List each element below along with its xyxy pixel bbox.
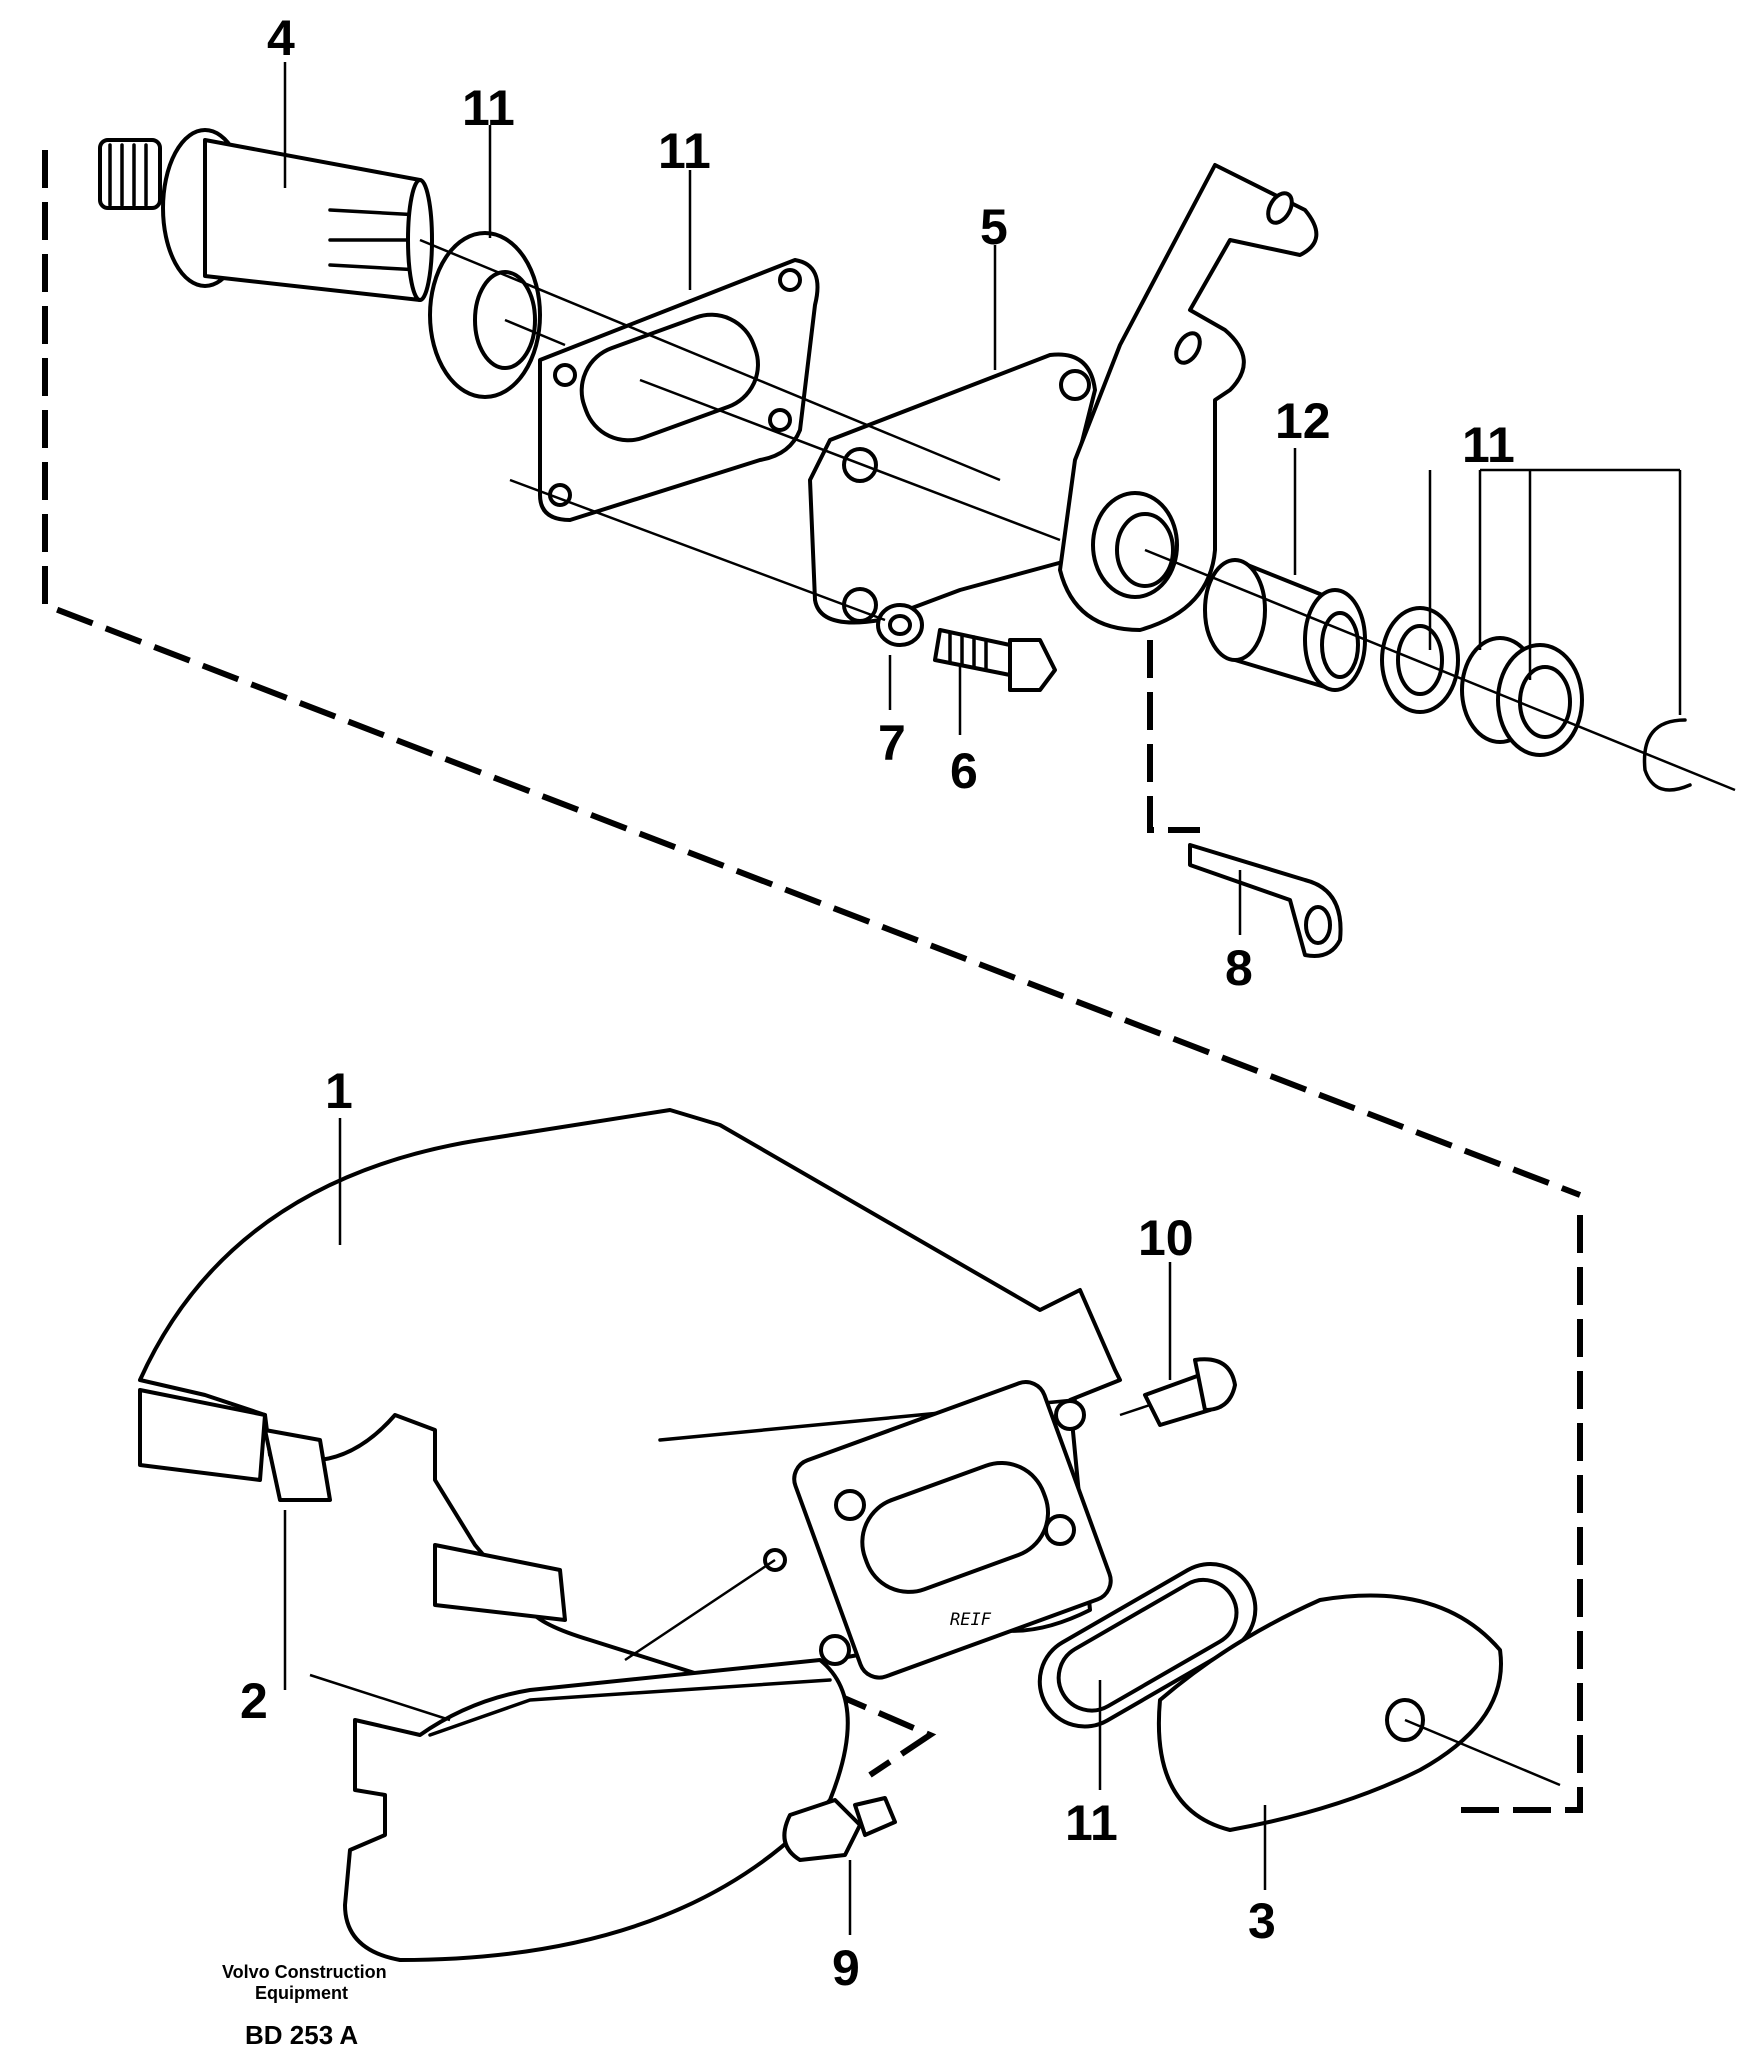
callout-2: 2 bbox=[240, 1673, 268, 1729]
centerlines bbox=[419, 238, 1736, 1787]
washer-part-11-upper bbox=[428, 231, 542, 399]
callout-1: 1 bbox=[325, 1063, 353, 1119]
lever-housing-part-5 bbox=[808, 163, 1319, 632]
callout-4: 4 bbox=[267, 10, 295, 66]
gasket-part-11-lower bbox=[1037, 1562, 1258, 1729]
callout-9: 9 bbox=[832, 1940, 860, 1996]
callout-11-d: 11 bbox=[1065, 1795, 1118, 1851]
bushing-part-12 bbox=[1203, 558, 1367, 692]
footer-caption: Volvo Construction Equipment BD 253 A bbox=[222, 1962, 387, 2050]
callout-11-b: 11 bbox=[658, 123, 711, 179]
callout-labels: 4 11 11 5 12 11 7 6 8 1 10 2 11 3 9 bbox=[240, 10, 1515, 1996]
housing-part-1: REIF bbox=[138, 1108, 1122, 1702]
reif-marking: REIF bbox=[950, 1610, 992, 1630]
callout-12: 12 bbox=[1275, 393, 1331, 449]
washer-part-7 bbox=[876, 603, 924, 647]
manufacturer-line-1: Volvo Construction bbox=[222, 1962, 387, 1982]
manufacturer-line-2: Equipment bbox=[255, 1983, 348, 2003]
callout-6: 6 bbox=[950, 743, 978, 799]
leader-lines bbox=[283, 62, 1682, 1935]
callout-8: 8 bbox=[1225, 940, 1253, 996]
bracket-part-8 bbox=[1188, 843, 1343, 958]
cover-part-2 bbox=[343, 1658, 850, 1962]
callout-11-a: 11 bbox=[462, 80, 515, 136]
callout-3: 3 bbox=[1248, 1893, 1276, 1949]
gasket-part-11-upper bbox=[538, 258, 820, 522]
grease-nipple-part-9 bbox=[782, 1796, 897, 1862]
callout-10: 10 bbox=[1138, 1210, 1194, 1266]
drawing-number: BD 253 A bbox=[245, 2020, 358, 2050]
ring-set-part-11 bbox=[1380, 606, 1692, 792]
shaft-part-4 bbox=[98, 128, 434, 302]
filter-part-3 bbox=[1156, 1593, 1503, 1832]
callout-5: 5 bbox=[980, 199, 1008, 255]
callout-7: 7 bbox=[878, 715, 906, 771]
bolt-part-6 bbox=[933, 628, 1057, 692]
callout-11-c: 11 bbox=[1462, 417, 1515, 473]
plug-part-10 bbox=[1143, 1357, 1237, 1427]
